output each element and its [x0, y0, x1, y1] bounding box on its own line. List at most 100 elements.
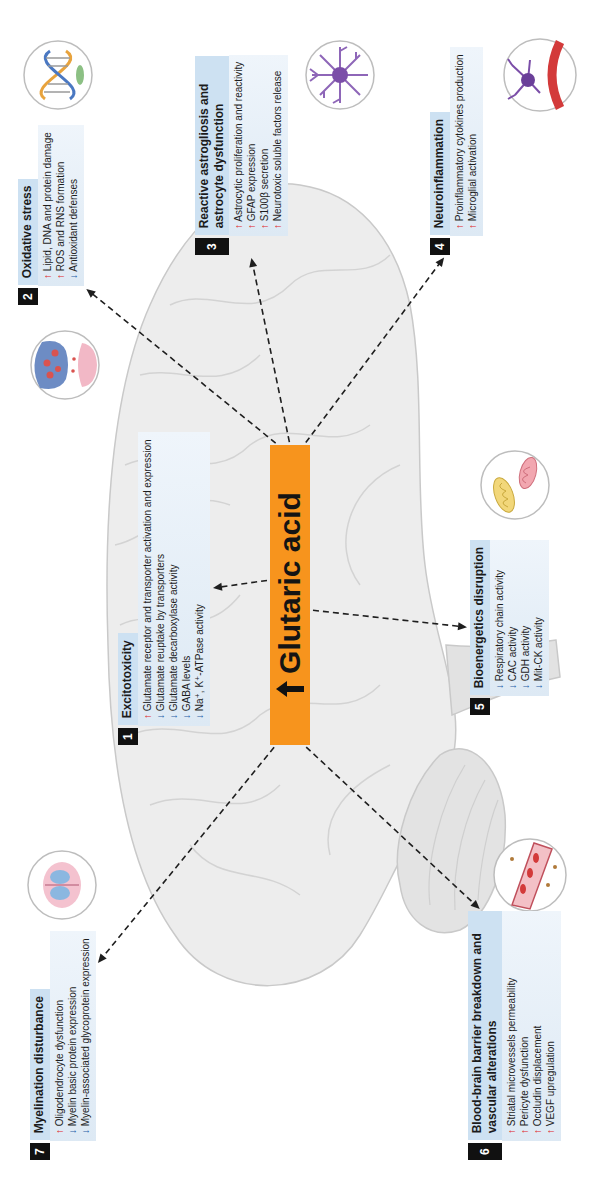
effect-heading: Oxidative stress — [18, 179, 38, 286]
brain-section-icon-part — [28, 851, 96, 919]
microglia-icon — [504, 39, 576, 111]
astrocyte-icon — [306, 41, 374, 109]
item-text: Glutamate receptor and transporter activ… — [142, 439, 153, 714]
arrow-head — [436, 257, 445, 267]
synapse-icon — [31, 331, 99, 399]
trigger-box: Glutaric acid — [270, 445, 310, 745]
arrow-head — [470, 900, 479, 909]
item-text: Lipid, DNA and protein damage — [42, 132, 53, 274]
mitochondria-icon-part — [481, 451, 549, 519]
brain-illustration-part — [429, 765, 498, 910]
dashed-line — [313, 610, 459, 626]
item-text: Glutamate decarboxylase activity — [168, 564, 179, 714]
blood-vessel-icon-part — [527, 868, 533, 878]
item-text: Na⁺, K⁺-ATPase activity — [194, 604, 205, 714]
trend-arrow: ↑ — [545, 1129, 556, 1134]
item-text: Microglial activation — [467, 134, 478, 224]
brain-illustration-part — [115, 255, 400, 895]
synapse-icon-part — [71, 369, 75, 373]
item-text: Antioxidant defenses — [68, 179, 79, 274]
effect-item: ↑ Proinflammatory cytokines production — [453, 54, 466, 229]
brain-section-icon-part — [50, 870, 70, 884]
effect-item: ↑ Striatal microvessels permeability — [505, 918, 518, 1134]
item-text: Pericyte dysfunction — [519, 1037, 530, 1129]
effect-item: ↓ Glutamate reuptake by transporters — [154, 439, 167, 719]
effect-box: 3Reactive astrogliosis and astrocyte dys… — [195, 55, 288, 255]
arrow-head — [249, 258, 257, 268]
dashed-arrow — [98, 747, 274, 963]
synapse-icon-part — [72, 357, 76, 361]
trend-arrow: ↓ — [168, 714, 179, 719]
trend-arrow: ↓ — [181, 714, 192, 719]
mitochondria-icon-part — [500, 483, 508, 507]
effect-heading: Excitotoxicity — [118, 633, 138, 725]
effect-header: 1Excitotoxicity — [118, 432, 138, 745]
callout-number: 3 — [195, 238, 229, 255]
blood-vessel-icon-part — [510, 857, 514, 861]
effect-box: 1Excitotoxicity↑ Glutamate receptor and … — [118, 432, 210, 745]
effect-box: 6Blood-brain barrier breakdown and vascu… — [468, 911, 561, 1160]
effect-item: ↓ Myelin basic protein expression — [66, 938, 79, 1134]
astrocyte-icon-part — [332, 67, 348, 83]
effect-item: ↑ Pericyte dysfunction — [518, 918, 531, 1134]
arrow-head — [98, 954, 107, 964]
dashed-arrow — [306, 257, 444, 442]
brain-illustration-part — [397, 749, 505, 933]
trigger-label: Glutaric acid — [272, 492, 308, 674]
brain-section-icon — [28, 851, 96, 919]
effect-item: ↓ GABA levels — [180, 439, 193, 719]
brain-section-icon-part — [43, 862, 81, 908]
effect-item: ↑ Oligodendrocyte dysfunction — [53, 938, 66, 1134]
effect-item: ↓ Na⁺, K⁺-ATPase activity — [193, 439, 206, 719]
effect-header: 4Neuroinflammation — [430, 47, 450, 255]
effect-item: ↑ Lipid, DNA and protein damage — [41, 132, 54, 279]
blood-vessel-icon-part — [553, 865, 557, 869]
dashed-arrow — [313, 610, 467, 630]
microglia-icon-part — [552, 42, 560, 108]
item-text: Myelin-associated glycoprotein expressio… — [80, 938, 91, 1129]
astrocyte-icon-part — [310, 47, 368, 103]
synapse-icon-part — [34, 341, 68, 389]
item-text: Glutamate reuptake by transporters — [155, 554, 166, 714]
callout-number: 6 — [468, 1143, 502, 1160]
trend-arrow: ↑ — [272, 224, 283, 229]
trend-arrow: ↓ — [155, 714, 166, 719]
dashed-line — [103, 747, 274, 957]
dashed-line — [221, 580, 267, 587]
blood-vessel-icon-part — [546, 883, 550, 887]
effect-item: ↓ Respiratory chain activity — [493, 547, 506, 689]
microglia-icon-part — [508, 59, 540, 99]
dashed-arrow — [86, 289, 275, 443]
microglia-icon-part — [504, 39, 576, 111]
effect-item: ↓ GDH activity — [519, 547, 532, 689]
trend-arrow: ↑ — [233, 224, 244, 229]
callout-number: 7 — [30, 1143, 50, 1160]
item-text: VEGF upregulation — [545, 1041, 556, 1129]
mitochondria-icon-part — [489, 475, 518, 515]
effect-header: 3Reactive astrogliosis and astrocyte dys… — [195, 55, 229, 255]
item-text: Neurotoxic soluble factors release — [272, 71, 283, 224]
dna-icon-part — [24, 41, 92, 109]
effect-item: ↓ Myelin-associated glycoprotein express… — [79, 938, 92, 1134]
mitochondria-icon-part — [522, 467, 530, 483]
callout-number: 4 — [430, 238, 450, 255]
callout-number: 2 — [18, 288, 38, 305]
trend-arrow: ↑ — [259, 224, 270, 229]
trend-arrow: ↑ — [506, 1129, 517, 1134]
trend-arrow: ↑ — [519, 1129, 530, 1134]
effect-item: ↓ CAC activity — [506, 547, 519, 689]
dna-icon — [24, 41, 92, 109]
item-text: GDH activity — [520, 626, 531, 684]
blood-vessel-icon-part — [533, 853, 539, 863]
brain-illustration — [107, 184, 560, 986]
effect-item: ↓ Mit-CK activity — [532, 547, 545, 689]
synapse-icon-part — [47, 372, 54, 379]
dna-icon-part — [45, 51, 74, 99]
item-text: CAC activity — [507, 627, 518, 684]
trend-arrow: ↓ — [194, 714, 205, 719]
item-text: Occludin displacement — [532, 1026, 543, 1129]
item-text: GFAP expression — [246, 144, 257, 224]
effect-header: 2 Oxidative stress — [18, 125, 38, 305]
dashed-arrow — [213, 580, 267, 590]
